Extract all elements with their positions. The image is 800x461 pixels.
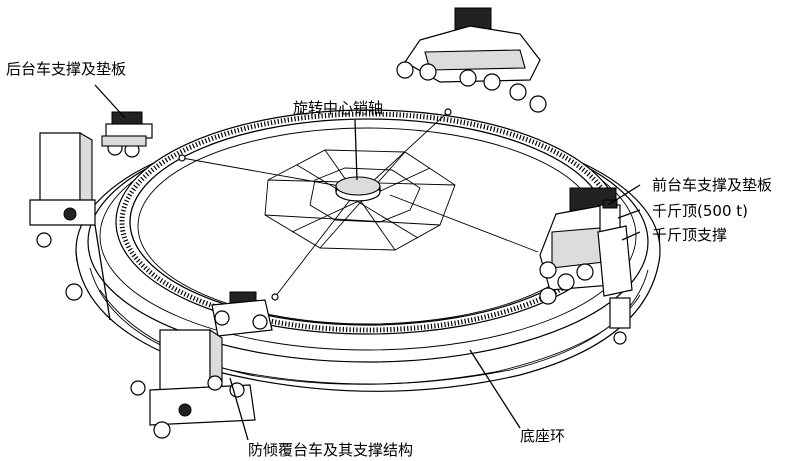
left-support-structure: [29, 132, 111, 321]
label-anti-tilt: 防倾覆台车及其支撑结构: [248, 441, 413, 459]
leader-lines: [94, 84, 641, 441]
label-rear-bogie: 后台车支撑及垫板: [6, 60, 126, 78]
label-jack: 千斤顶(500 t): [652, 202, 748, 220]
rear-bogie: [101, 111, 153, 158]
label-center-pin: 旋转中心销轴: [293, 99, 383, 117]
top-bogie: [396, 7, 547, 113]
label-front-bogie: 前台车支撑及垫板: [652, 176, 772, 194]
center-pin: [335, 176, 381, 202]
label-base-ring: 底座环: [520, 427, 565, 445]
jack-support: [597, 225, 633, 345]
label-jack-support: 千斤顶支撑: [652, 226, 727, 244]
anti-tilt-bogie: [130, 291, 273, 439]
